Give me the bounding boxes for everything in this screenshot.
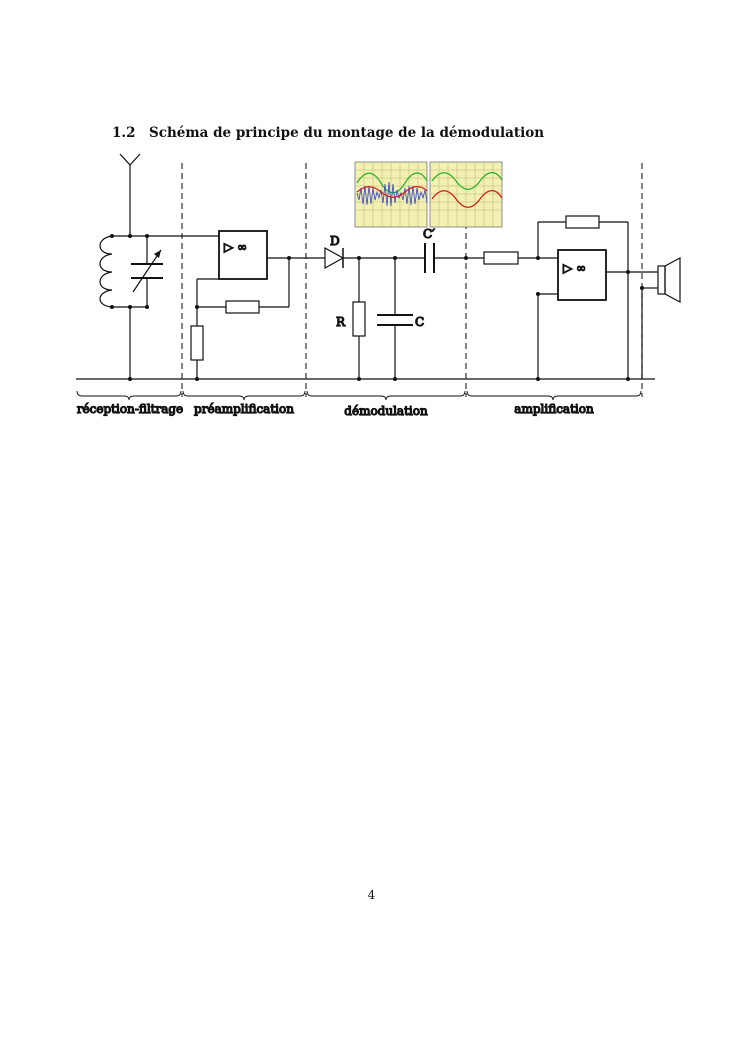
stage-label-reception: réception-filtrage: [77, 402, 183, 416]
lc-tank: [99, 235, 219, 379]
power-amplifier: [483, 215, 658, 379]
section-title: Schéma de principe du montage de la démo…: [149, 125, 545, 141]
circuit-schematic: ▷ ∞ ▷ ∞ D R C C′ réception-filtrage préa…: [76, 153, 681, 419]
oscilloscope-screen-2: [429, 161, 503, 228]
junction-dots: [110, 234, 644, 381]
inductor-coil: [99, 235, 113, 308]
stage-label-demod: démodulation: [344, 404, 428, 418]
preamp-opamp-symbol: ▷ ∞: [224, 240, 247, 254]
resistor-label: R: [336, 315, 346, 329]
capacitor-label: C: [415, 315, 424, 329]
stage-label-preamp: préamplification: [194, 402, 294, 416]
stage-braces: [76, 390, 642, 401]
oscilloscope-screen-1: [354, 161, 428, 228]
coupling-capacitor-label: C′: [423, 227, 435, 241]
gain-resistor: [190, 325, 204, 361]
diode-symbol: [324, 246, 345, 270]
section-heading: 1.2 Schéma de principe du montage de la d…: [112, 125, 544, 141]
preamplifier: [190, 230, 306, 379]
stage-label-amp: amplification: [514, 402, 594, 416]
amp-feedback-resistor: [565, 215, 600, 229]
diode-label: D: [330, 234, 340, 248]
demodulator: [306, 243, 484, 379]
power-opamp-symbol: ▷ ∞: [563, 261, 586, 275]
loudspeaker-icon: [657, 257, 681, 303]
demod-resistor: [352, 301, 366, 337]
input-resistor: [483, 251, 519, 265]
feedback-resistor: [225, 300, 260, 314]
antenna: [119, 153, 141, 236]
section-number: 1.2: [112, 125, 136, 141]
page-number: 4: [367, 888, 376, 902]
